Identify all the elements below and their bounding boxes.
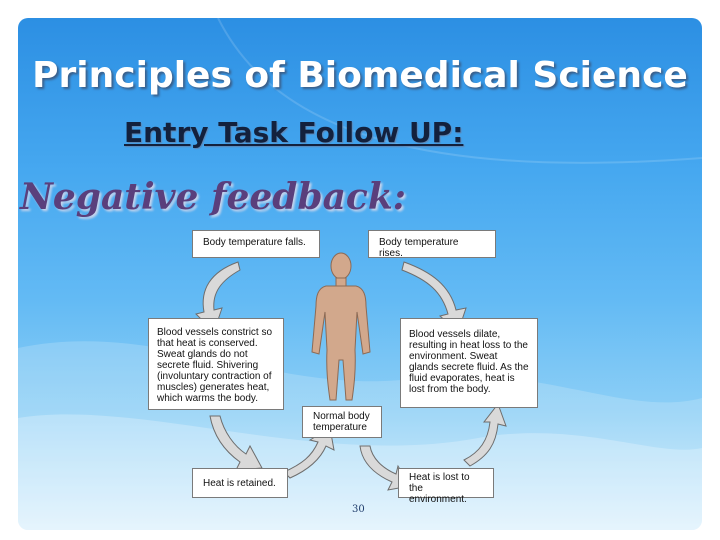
slide-title: Principles of Biomedical Science — [32, 55, 688, 96]
human-figure-icon — [311, 252, 371, 401]
box-body-temp-rises: Body temperature rises. — [368, 230, 496, 259]
box-normal-temperature: Normal body temperature — [302, 406, 382, 438]
box-body-temp-falls: Body temperature falls. — [192, 230, 320, 258]
box-heat-retained: Heat is retained. — [192, 468, 288, 498]
arrow-left-down — [209, 415, 263, 471]
arrow-right-up — [463, 402, 507, 467]
box-vasoconstriction: Blood vessels constrict so that heat is … — [148, 318, 284, 410]
page-number: 30 — [352, 504, 365, 515]
slide-subtitle: Entry Task Follow UP: — [124, 116, 464, 149]
box-heat-lost: Heat is lost to the environment. — [398, 468, 494, 505]
box-vasodilation: Blood vessels dilate, resulting in heat … — [400, 318, 538, 408]
section-heading: Negative feedback: — [20, 176, 407, 218]
